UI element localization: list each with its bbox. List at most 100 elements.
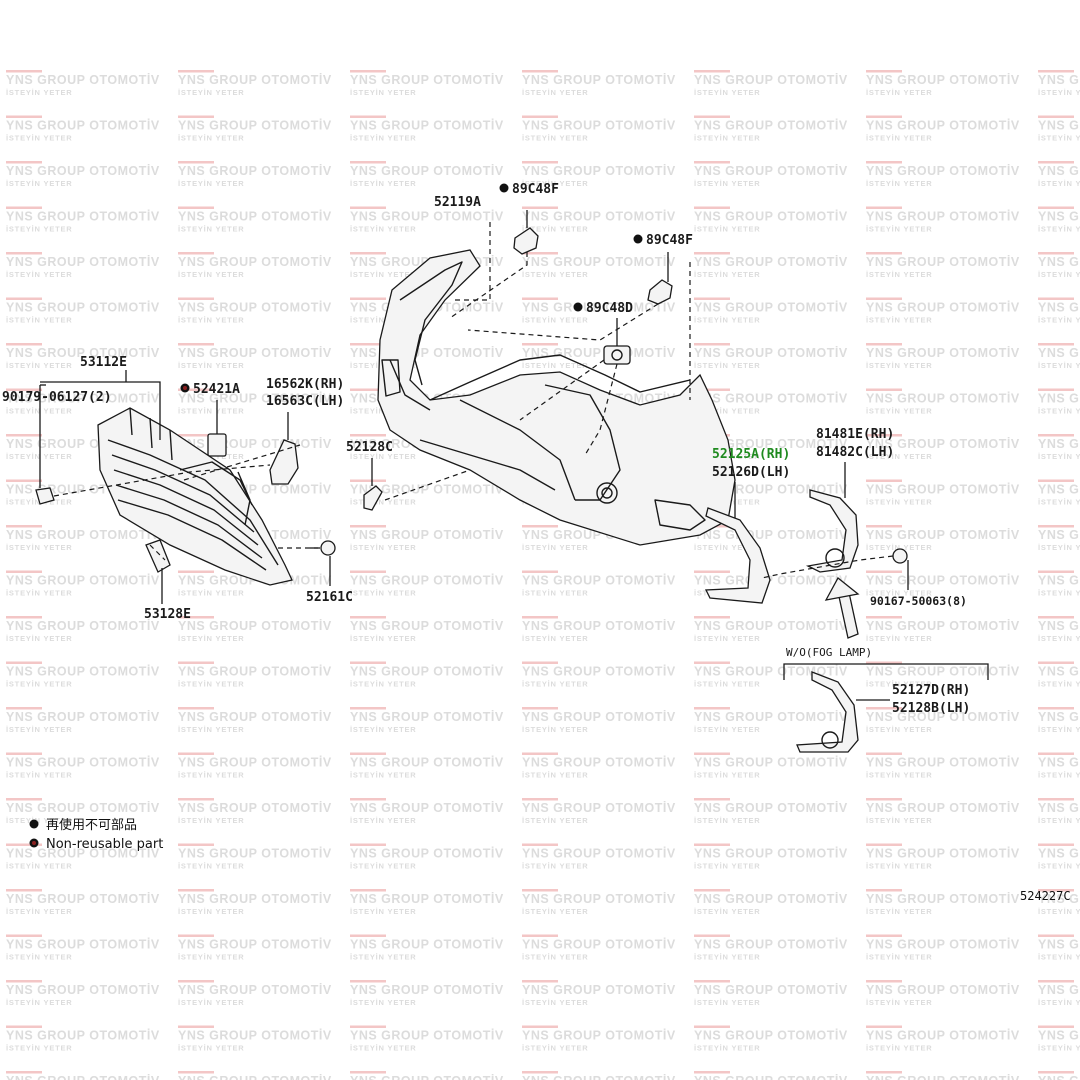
watermark-bar	[350, 297, 386, 300]
watermark-company: YNS GROUP OTOMOTİV	[866, 709, 1020, 724]
label-52128c[interactable]: 52128C	[346, 440, 393, 455]
watermark-owner: İSTEYİN YETER	[1038, 771, 1080, 780]
watermark-owner: İSTEYİN YETER	[1038, 498, 1080, 507]
watermark-owner: İSTEYİN YETER	[694, 361, 761, 370]
watermark-bar	[350, 752, 386, 755]
label-89c48f-top[interactable]: 89C48F	[512, 182, 559, 197]
watermark-company: YNS GROUP OTOMOTİV	[6, 209, 160, 224]
watermark-bar	[178, 752, 214, 755]
watermark-bar	[1038, 343, 1074, 346]
watermark-owner: İSTEYİN YETER	[522, 634, 589, 643]
watermark-bar	[522, 161, 558, 164]
label-90167[interactable]: 90167-50063(8)	[870, 594, 967, 608]
label-52128b[interactable]: 52128B(LH)	[892, 701, 970, 716]
non-reusable-marker	[573, 302, 583, 312]
watermark-owner: İSTEYİN YETER	[522, 88, 589, 97]
clip-90179	[35, 487, 55, 505]
label-89c48d[interactable]: 89C48D	[586, 301, 633, 316]
watermark-bar	[178, 252, 214, 255]
watermark-owner: İSTEYİN YETER	[350, 1044, 417, 1053]
watermark-owner: İSTEYİN YETER	[350, 998, 417, 1007]
watermark-company: YNS GROUP OTOMOTİV	[178, 800, 332, 815]
watermark-owner: İSTEYİN YETER	[6, 361, 73, 370]
label-52161c[interactable]: 52161C	[306, 590, 353, 605]
watermark-company: YNS GROUP OTOMOTİV	[178, 846, 332, 861]
watermark-bar	[694, 570, 730, 573]
watermark-bar	[694, 388, 730, 391]
watermark-owner: İSTEYİN YETER	[350, 725, 417, 734]
watermark-owner: İSTEYİN YETER	[6, 998, 73, 1007]
label-53128e[interactable]: 53128E	[144, 607, 191, 622]
watermark-owner: İSTEYİN YETER	[522, 816, 589, 825]
watermark-owner: İSTEYİN YETER	[694, 816, 761, 825]
watermark-company: YNS GROUP OTOMOTİV	[178, 300, 332, 315]
watermark-bar	[6, 707, 42, 710]
watermark-owner: İSTEYİN YETER	[694, 407, 761, 416]
label-52119a[interactable]: 52119A	[434, 195, 481, 210]
watermark-owner: İSTEYİN YETER	[6, 953, 73, 962]
watermark-bar	[350, 115, 386, 118]
watermark-owner: İSTEYİN YETER	[350, 816, 417, 825]
watermark-company: YNS GROUP OTOMOTİV	[350, 527, 504, 542]
watermark-company: YNS GROUP OTOMOTİV	[522, 254, 676, 269]
watermark-owner: İSTEYİN YETER	[6, 771, 73, 780]
label-16563c[interactable]: 16563C(LH)	[266, 394, 344, 409]
watermark-bar	[6, 388, 42, 391]
watermark-owner: İSTEYİN YETER	[178, 361, 245, 370]
watermark-owner: İSTEYİN YETER	[866, 907, 933, 916]
label-81482c[interactable]: 81482C(LH)	[816, 445, 894, 460]
watermark-bar	[1038, 843, 1074, 846]
watermark-company: YNS GROUP OTOMOTİV	[178, 891, 332, 906]
label-52127d[interactable]: 52127D(RH)	[892, 683, 970, 698]
watermark-owner: İSTEYİN YETER	[866, 316, 933, 325]
part-52128c	[363, 458, 383, 511]
watermark-company: YNS GROUP OTOMOTİV	[866, 209, 1020, 224]
watermark-bar	[694, 1071, 730, 1074]
watermark-company: YNS GROUP OTOMOTİV	[6, 163, 160, 178]
watermark-company: YNS GROUP OTOMOTİV	[350, 1028, 504, 1043]
watermark-owner: İSTEYİN YETER	[1038, 225, 1080, 234]
label-52125a[interactable]: 52125A(RH)	[712, 447, 790, 462]
watermark-company: YNS GROUP OTOMOTİV	[178, 1028, 332, 1043]
radiator-grille	[97, 407, 293, 586]
watermark-owner: İSTEYİN YETER	[1038, 88, 1080, 97]
label-52421a[interactable]: 52421A	[193, 382, 240, 397]
watermark-bar	[1038, 206, 1074, 209]
watermark-company: YNS GROUP OTOMOTİV	[694, 391, 848, 406]
watermark-company: YNS GROUP OTOMOTİV	[694, 72, 848, 87]
watermark-bar	[350, 798, 386, 801]
watermark-owner: İSTEYİN YETER	[694, 1044, 761, 1053]
label-90179[interactable]: 90179-06127(2)	[2, 390, 112, 405]
watermark-company: YNS GROUP OTOMOTİV	[1038, 436, 1080, 451]
watermark-owner: İSTEYİN YETER	[866, 998, 933, 1007]
watermark-company: YNS GROUP OTOMOTİV	[866, 846, 1020, 861]
watermark-owner: İSTEYİN YETER	[522, 179, 589, 188]
watermark-owner: İSTEYİN YETER	[6, 862, 73, 871]
label-81481e[interactable]: 81481E(RH)	[816, 427, 894, 442]
watermark-owner: İSTEYİN YETER	[6, 543, 73, 552]
label-53112e[interactable]: 53112E	[80, 355, 127, 370]
watermark-owner: İSTEYİN YETER	[350, 771, 417, 780]
watermark-bar	[866, 889, 902, 892]
watermark-bar	[178, 980, 214, 983]
watermark-company: YNS GROUP OTOMOTİV	[6, 573, 160, 588]
watermark-owner: İSTEYİN YETER	[178, 179, 245, 188]
watermark-company: YNS GROUP OTOMOTİV	[694, 755, 848, 770]
watermark-company: YNS GROUP OTOMOTİV	[694, 163, 848, 178]
label-16562k[interactable]: 16562K(RH)	[266, 377, 344, 392]
label-52126d[interactable]: 52126D(LH)	[712, 465, 790, 480]
watermark-company: YNS GROUP OTOMOTİV	[350, 482, 504, 497]
watermark-owner: İSTEYİN YETER	[522, 270, 589, 279]
watermark-bar	[6, 934, 42, 937]
watermark-owner: İSTEYİN YETER	[1038, 134, 1080, 143]
label-89c48f-right[interactable]: 89C48F	[646, 233, 693, 248]
watermark-owner: İSTEYİN YETER	[178, 953, 245, 962]
watermark-bar	[866, 616, 902, 619]
watermark-owner: İSTEYİN YETER	[178, 771, 245, 780]
watermark-company: YNS GROUP OTOMOTİV	[6, 937, 160, 952]
watermark-bar	[1038, 1025, 1074, 1028]
watermark-company: YNS GROUP OTOMOTİV	[350, 163, 504, 178]
watermark-bar	[866, 161, 902, 164]
watermark-owner: İSTEYİN YETER	[6, 634, 73, 643]
watermark-bar	[866, 798, 902, 801]
